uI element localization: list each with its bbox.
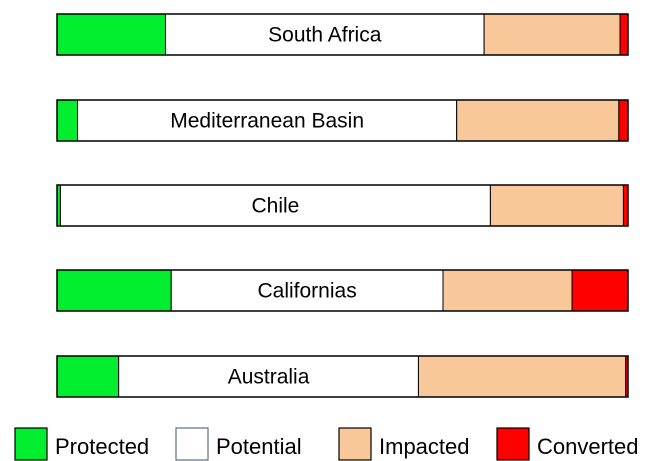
bar-label-south-africa: South Africa [268, 24, 382, 47]
legend: Protected Potential Impacted Converted [14, 427, 639, 461]
bar-segment-mediterranean-basin-protected [56, 99, 79, 142]
bar-segment-south-africa-impacted [483, 13, 621, 56]
bar-segment-mediterranean-basin-converted [618, 99, 629, 142]
bar-segment-australia-protected [56, 355, 120, 398]
bar-outline-australia [56, 355, 629, 398]
bars-layer [56, 13, 629, 398]
bar-segment-californias-impacted [442, 269, 573, 312]
bar-segment-mediterranean-basin-impacted [456, 99, 620, 142]
legend-label-converted: Converted [537, 434, 639, 459]
bar-segment-south-africa-converted [619, 13, 629, 56]
bar-label-australia: Australia [228, 366, 310, 389]
legend-swatch-potential [175, 427, 209, 461]
bar-outline-mediterranean-basin [56, 99, 629, 142]
legend-swatch-impacted [338, 427, 372, 461]
bar-label-mediterranean-basin: Mediterranean Basin [170, 110, 364, 133]
legend-swatch-converted [496, 427, 530, 461]
bar-segment-mediterranean-basin-potential [77, 99, 458, 142]
bar-outline-californias [56, 269, 629, 312]
bar-segment-chile-potential [59, 184, 491, 227]
bar-outline-south-africa [56, 13, 629, 56]
legend-label-potential: Potential [216, 434, 302, 459]
bar-segment-australia-impacted [417, 355, 627, 398]
bar-label-chile: Chile [251, 195, 299, 218]
bar-segment-south-africa-protected [56, 13, 166, 56]
bar-label-californias: Californias [257, 280, 356, 303]
bar-segment-californias-protected [56, 269, 172, 312]
legend-label-protected: Protected [55, 434, 149, 459]
legend-label-impacted: Impacted [379, 434, 470, 459]
bar-segment-californias-converted [571, 269, 629, 312]
bar-segment-chile-impacted [489, 184, 624, 227]
bar-segment-south-africa-potential [164, 13, 485, 56]
legend-swatch-protected [14, 427, 48, 461]
bar-outline-chile [56, 184, 629, 227]
